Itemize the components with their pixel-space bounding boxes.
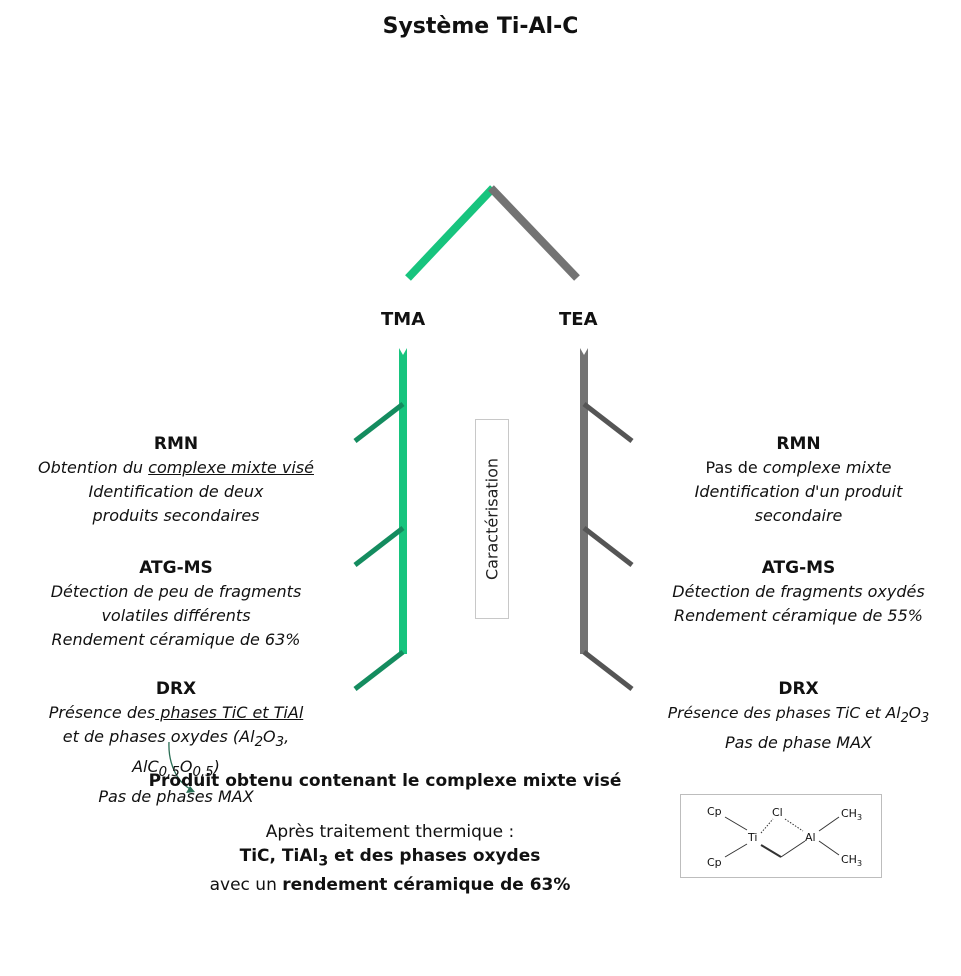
molecule-cl: Cl <box>772 806 783 819</box>
left-drx-line-4: Pas de phases MAX <box>98 787 254 807</box>
left-drx-line-1: Présence des phases TiC et TiAl <box>48 703 304 722</box>
left-drx-line-3: AlC0,5O0,5) <box>132 757 220 781</box>
tea-twig-3 <box>582 650 634 691</box>
left-rmn-title: RMN <box>153 434 199 454</box>
left-rmn-line-3: produits secondaires <box>92 506 260 525</box>
result-line-2: TiC, TiAl3 et des phases oxydes <box>239 846 541 870</box>
right-drx-block: DRX Présence des phases TiC et Al2O3 Pas… <box>636 677 961 755</box>
left-drx-block: DRX Présence des phases TiC et TiAl et d… <box>0 677 352 809</box>
left-atg-title: ATG-MS <box>139 558 213 578</box>
trunk-notch <box>488 62 496 68</box>
result-block: Après traitement thermique : TiC, TiAl3 … <box>110 820 670 897</box>
branch-tma <box>405 185 496 281</box>
tea-stem <box>580 348 588 654</box>
right-rmn-line-1: Pas de complexe mixte <box>705 458 892 477</box>
tma-twig-2 <box>353 526 405 567</box>
branch-tea <box>488 185 580 281</box>
molecule-drawing <box>724 816 840 858</box>
right-atg-line-1: Détection de fragments oxydés <box>672 582 925 601</box>
result-title: Produit obtenu contenant le complexe mix… <box>148 771 622 791</box>
molecule-ch3-bottom: CH3 <box>841 853 863 869</box>
right-rmn-line-3: secondaire <box>754 506 843 525</box>
molecule-ch3-top: CH3 <box>841 807 863 823</box>
tma-twig-1 <box>353 402 405 443</box>
left-drx-title: DRX <box>155 679 197 699</box>
label-tea: TEA <box>559 309 598 330</box>
left-atg-line-2: volatiles différents <box>101 606 251 625</box>
molecule-cp-bottom: Cp <box>707 856 722 869</box>
molecule-cp-top: Cp <box>707 805 722 818</box>
left-rmn-line-2: Identification de deux <box>88 482 264 501</box>
right-rmn-line-2: Identification d'un produit <box>694 482 903 501</box>
right-rmn-block: RMN Pas de complexe mixte Identification… <box>636 432 961 528</box>
left-atg-line-3: Rendement céramique de 63% <box>51 630 301 649</box>
molecule-structure: Cp Cp Ti Cl Al CH3 CH3 <box>680 794 882 878</box>
tma-twig-3 <box>353 650 405 691</box>
right-atg-block: ATG-MS Détection de fragments oxydés Ren… <box>636 556 961 628</box>
molecule-ti: Ti <box>748 831 758 844</box>
left-drx-line-2: et de phases oxydes (Al2O3, <box>62 727 290 751</box>
left-atg-block: ATG-MS Détection de peu de fragments vol… <box>0 556 352 652</box>
right-atg-line-2: Rendement céramique de 55% <box>674 606 923 625</box>
right-drx-line-1: Présence des phases TiC et Al2O3 <box>667 704 930 727</box>
characterisation-label: Caractérisation <box>482 457 502 581</box>
right-rmn-title: RMN <box>776 434 821 454</box>
tea-twig-2 <box>582 526 634 567</box>
result-arrow <box>168 741 193 791</box>
left-rmn-line-1: Obtention du complexe mixte visé <box>38 458 314 477</box>
left-rmn-block: RMN Obtention du complexe mixte visé Ide… <box>0 432 352 528</box>
tma-stem <box>399 348 407 654</box>
right-drx-title: DRX <box>778 679 819 699</box>
right-drx-line-2: Pas de phase MAX <box>724 733 873 753</box>
result-line-3: avec un rendement céramique de 63% <box>209 875 571 896</box>
left-atg-line-1: Détection de peu de fragments <box>50 582 302 601</box>
right-atg-title: ATG-MS <box>761 558 836 578</box>
result-line-1: Après traitement thermique : <box>265 822 515 842</box>
molecule-al: Al <box>805 831 816 844</box>
label-tma: TMA <box>381 309 426 330</box>
characterisation-box: Caractérisation <box>475 419 509 619</box>
diagram-title: Système Ti-Al-C <box>382 14 579 39</box>
tea-twig-1 <box>582 402 634 443</box>
